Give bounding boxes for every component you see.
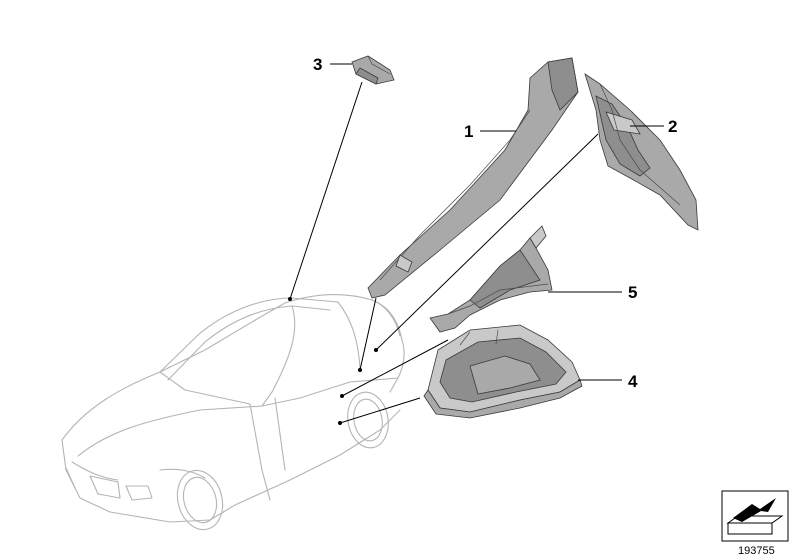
leader-lines <box>288 63 664 425</box>
leader-dot-4 <box>338 421 342 425</box>
callout-label-2: 2 <box>668 117 677 136</box>
catalog-arrow-icon <box>721 490 789 542</box>
part-3-clip <box>351 55 395 85</box>
callout-label-5: 5 <box>628 283 637 302</box>
leader-dot-5 <box>340 394 344 398</box>
leader-dot-1 <box>358 368 362 372</box>
reference-number: 193755 <box>738 545 775 557</box>
leader-line-3 <box>289 81 363 300</box>
callout-label-4: 4 <box>628 372 638 391</box>
leader-line-5 <box>341 339 449 397</box>
leader-line-1 <box>359 297 377 371</box>
leader-dot-2 <box>374 348 378 352</box>
leader-line-4 <box>339 397 421 424</box>
part-4-storage-tray <box>423 324 583 419</box>
callout-label-1: 1 <box>464 122 473 141</box>
leader-dot-3 <box>288 297 292 301</box>
part-1-trim-strip <box>367 57 579 299</box>
callout-label-3: 3 <box>313 55 322 74</box>
car-outline-icon <box>61 294 405 531</box>
part-5-cover <box>429 225 553 333</box>
leader-line-2 <box>375 133 599 351</box>
part-2-trim-panel <box>584 73 699 231</box>
